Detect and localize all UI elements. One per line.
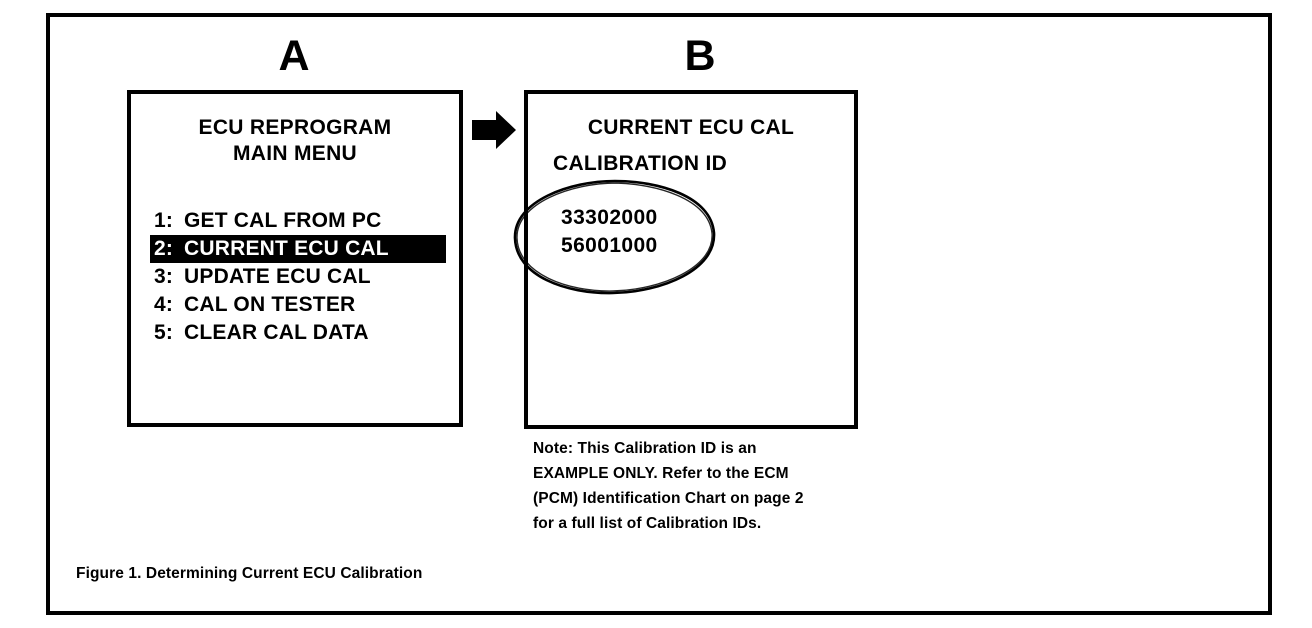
menu-item-label: CURRENT ECU CAL bbox=[184, 237, 389, 260]
panel-b-subtitle: CALIBRATION ID bbox=[553, 152, 728, 175]
panel-label-a: A bbox=[278, 32, 310, 80]
calibration-id-values: 33302000 56001000 bbox=[561, 204, 658, 260]
menu-item-number: 5: bbox=[154, 321, 174, 344]
calibration-id-value: 56001000 bbox=[561, 234, 658, 257]
example-note: Note: This Calibration ID is an EXAMPLE … bbox=[533, 436, 933, 536]
menu-item-clear-cal-data[interactable]: 5: CLEAR CAL DATA bbox=[150, 319, 446, 347]
note-line: Note: This Calibration ID is an bbox=[533, 440, 757, 457]
right-arrow-icon bbox=[472, 110, 516, 150]
menu-item-number: 1: bbox=[154, 209, 174, 232]
menu-item-number: 4: bbox=[154, 293, 174, 316]
menu-item-number: 3: bbox=[154, 265, 174, 288]
note-line: EXAMPLE ONLY. Refer to the ECM bbox=[533, 465, 789, 482]
panel-b-title: CURRENT ECU CAL bbox=[587, 116, 795, 139]
figure-caption: Figure 1. Determining Current ECU Calibr… bbox=[76, 565, 423, 582]
menu-item-current-ecu-cal[interactable]: 2: CURRENT ECU CAL bbox=[150, 235, 446, 263]
ecu-reprogram-menu-list: 1: GET CAL FROM PC 2: CURRENT ECU CAL 3:… bbox=[150, 207, 446, 347]
calibration-id-value: 33302000 bbox=[561, 206, 658, 229]
panel-a-title-line1: ECU REPROGRAM bbox=[198, 116, 392, 139]
menu-item-label: CLEAR CAL DATA bbox=[184, 321, 369, 344]
panel-a-screen: ECU REPROGRAM MAIN MENU 1: GET CAL FROM … bbox=[127, 90, 463, 427]
menu-item-label: UPDATE ECU CAL bbox=[184, 265, 371, 288]
menu-item-label: CAL ON TESTER bbox=[184, 293, 356, 316]
note-line: (PCM) Identification Chart on page 2 bbox=[533, 490, 804, 507]
menu-item-update-ecu-cal[interactable]: 3: UPDATE ECU CAL bbox=[150, 263, 446, 291]
menu-item-number: 2: bbox=[154, 237, 174, 260]
panel-a-title-line2: MAIN MENU bbox=[232, 142, 358, 165]
panel-b-screen: CURRENT ECU CAL CALIBRATION ID 33302000 … bbox=[524, 90, 858, 429]
menu-item-get-cal-from-pc[interactable]: 1: GET CAL FROM PC bbox=[150, 207, 446, 235]
figure-outer-border bbox=[46, 13, 1272, 615]
note-line: for a full list of Calibration IDs. bbox=[533, 515, 762, 532]
menu-item-cal-on-tester[interactable]: 4: CAL ON TESTER bbox=[150, 291, 446, 319]
panel-label-b: B bbox=[684, 32, 716, 80]
menu-item-label: GET CAL FROM PC bbox=[184, 209, 382, 232]
